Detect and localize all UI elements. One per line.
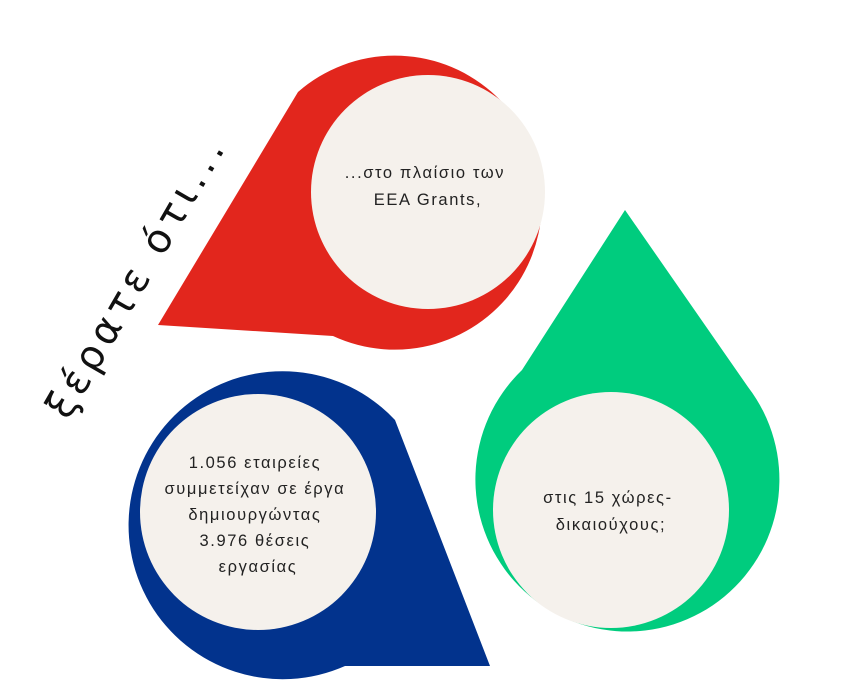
drop-blue-line-4: 3.976 θέσεις	[200, 532, 311, 550]
drop-red-inner-circle	[311, 75, 545, 309]
drop-green-text: στις 15 χώρες- δικαιούχους;	[543, 489, 679, 534]
drop-red-line-2: EEA Grants,	[374, 191, 482, 209]
drop-blue-line-1: 1.056 εταιρείες	[189, 454, 321, 472]
drop-red-text: ...στο πλαίσιο των EEA Grants,	[345, 164, 512, 209]
drop-green: στις 15 χώρες- δικαιούχους;	[475, 210, 780, 632]
drop-blue: 1.056 εταιρείες συμμετείχαν σε έργα δημι…	[128, 371, 490, 680]
drop-green-inner-circle	[493, 392, 729, 628]
drop-green-line-1: στις 15 χώρες-	[543, 489, 673, 507]
drop-red-line-1: ...στο πλαίσιο των	[345, 164, 505, 182]
drop-blue-text: 1.056 εταιρείες συμμετείχαν σε έργα δημι…	[165, 454, 352, 576]
drop-green-line-2: δικαιούχους;	[556, 516, 666, 534]
drop-blue-line-5: εργασίας	[219, 558, 298, 576]
drop-red: ...στο πλαίσιο των EEA Grants,	[158, 55, 545, 350]
drop-blue-line-3: δημιουργώντας	[188, 506, 321, 524]
drop-blue-inner-circle	[140, 394, 376, 630]
drop-blue-line-2: συμμετείχαν σε έργα	[165, 480, 346, 498]
